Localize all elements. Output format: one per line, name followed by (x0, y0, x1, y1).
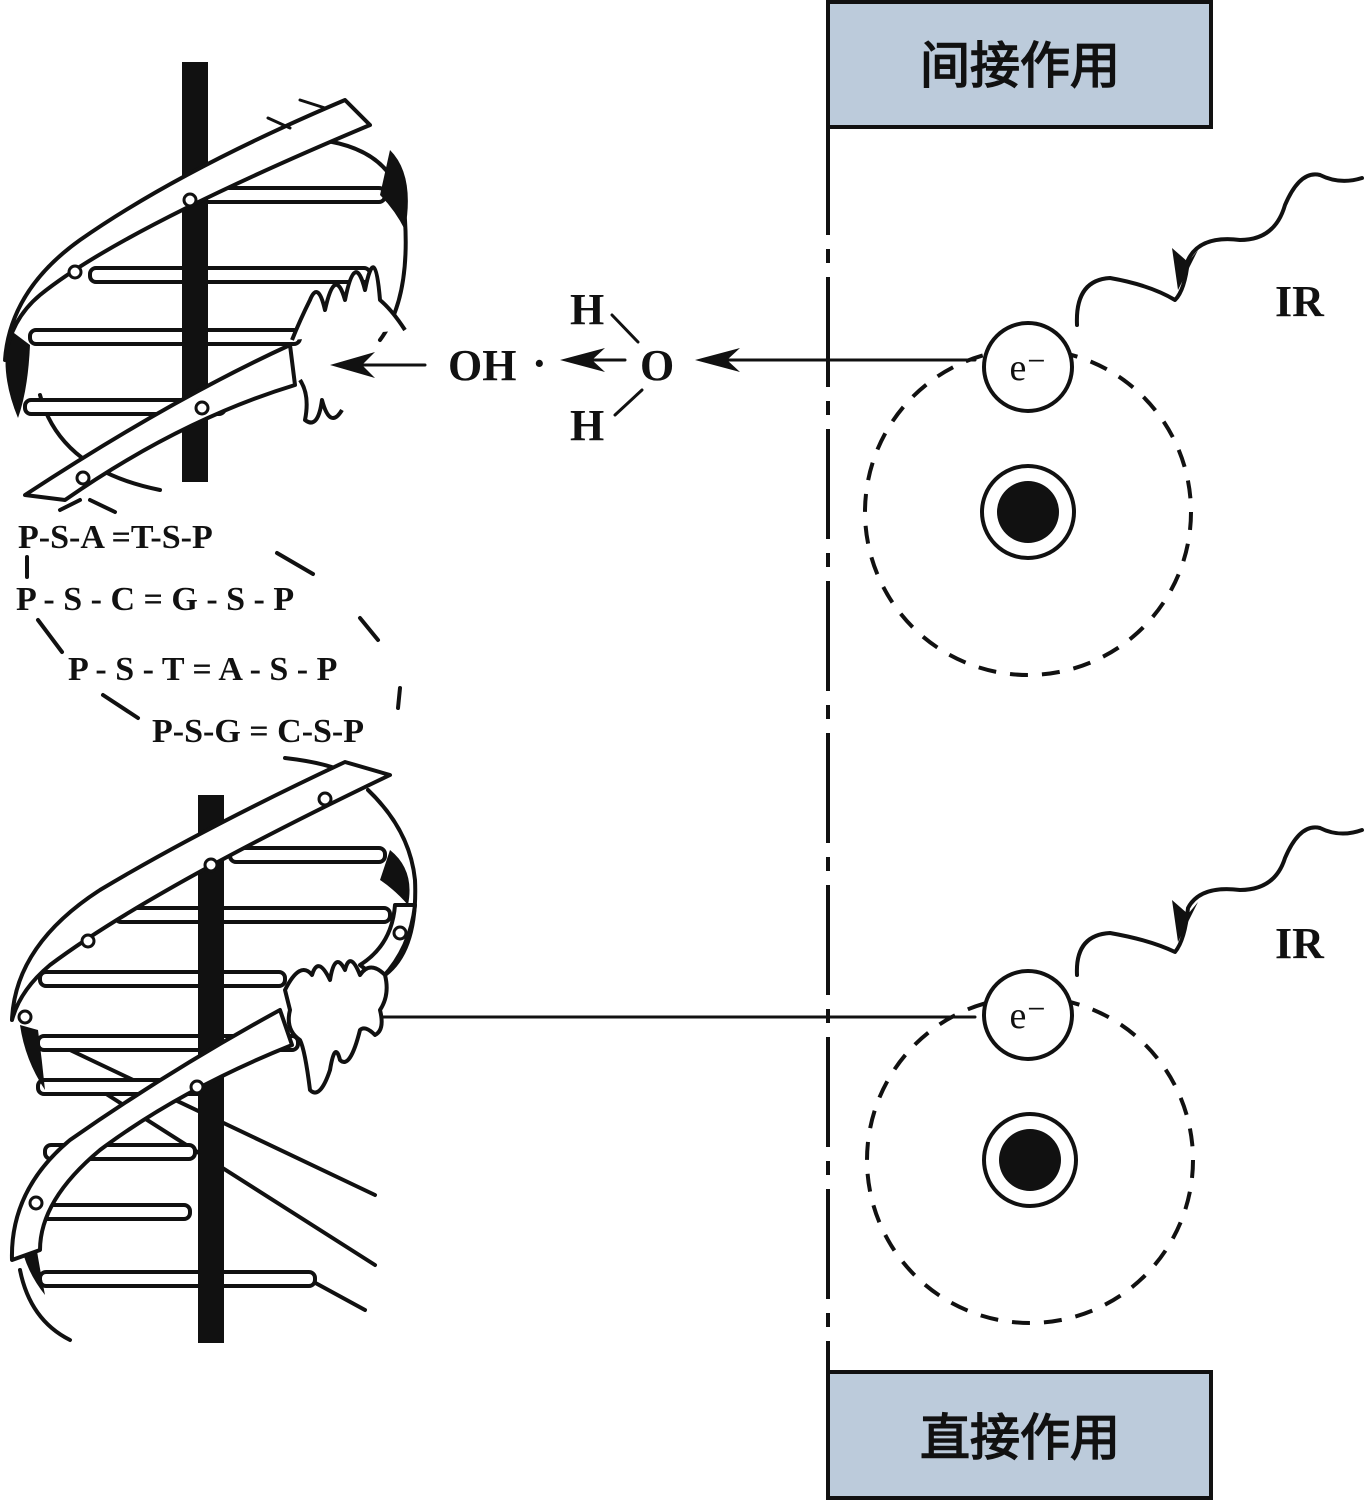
nucleus-core (999, 1129, 1061, 1191)
direct-action-box: 直接作用 (826, 1370, 1213, 1500)
oxygen-atom-label: O (640, 341, 674, 390)
sequence-row: P-S-G = C-S-P (152, 713, 364, 750)
indirect-action-label: 间接作用 (920, 36, 1120, 95)
base-pair-rung (228, 846, 387, 864)
electron-orbit (865, 995, 1195, 1325)
phosphate-dot (392, 925, 408, 941)
back-strand (308, 1278, 367, 1312)
ir-wave (1074, 172, 1364, 327)
phosphate-dot (75, 470, 91, 486)
base-pair-rung (38, 1203, 192, 1221)
o-h-bond (613, 388, 644, 417)
radical-dot: · (532, 339, 547, 388)
sequence-row: P - S - T = A - S - P (68, 651, 337, 688)
ladder-connector (88, 498, 117, 514)
base-pair-rung (28, 328, 302, 346)
dna-sequence-ladder: P-S-A =T-S-P P - S - C = G - S - P P - S… (16, 498, 402, 750)
sugar-phosphate-ribbon (23, 343, 297, 502)
electron-circle (982, 321, 1074, 413)
indirect-action-box: 间接作用 (826, 0, 1213, 129)
phosphate-dot (28, 1195, 44, 1211)
strand-tick (298, 98, 327, 110)
dna-helix-top (3, 62, 427, 502)
base-pair-rung (38, 1270, 317, 1288)
hydroxyl-radical-label: OH (448, 341, 516, 390)
water-radiolysis: OH · O H H (448, 285, 977, 450)
ir-label: IR (1275, 919, 1325, 968)
phosphate-dot (182, 192, 198, 208)
arrowhead-icon (560, 348, 605, 372)
base-pair-rung (38, 970, 287, 988)
electron-circle (982, 969, 1074, 1061)
phosphate-dot (194, 400, 210, 416)
sugar-phosphate-ribbon (358, 903, 417, 982)
ladder-connector (36, 618, 64, 654)
sugar-phosphate-ribbon (3, 98, 372, 362)
sugar-phosphate-ribbon (10, 760, 392, 1022)
ladder-connector (396, 686, 402, 710)
hydrogen-atom-label: H (570, 285, 604, 334)
dna-helix-bottom (9, 756, 418, 1343)
ir-label: IR (1275, 277, 1325, 326)
atom-top: e⁻ IR (863, 172, 1364, 677)
ir-arrowhead-icon (1172, 248, 1198, 290)
electron-label: e⁻ (1010, 995, 1047, 1037)
phosphate-dot (203, 857, 219, 873)
electron-orbit (863, 347, 1193, 677)
ladder-connector (275, 551, 315, 576)
phosphate-dot (17, 1009, 33, 1025)
strand-break-burst (283, 959, 389, 1095)
o-h-bond (610, 313, 640, 344)
arrowhead-icon (330, 352, 375, 378)
sequence-row: P - S - C = G - S - P (16, 581, 294, 618)
phosphate-dot (189, 1079, 205, 1095)
strand-tick (266, 116, 292, 130)
direct-action-label: 直接作用 (920, 1408, 1120, 1467)
base-pair-rung (113, 906, 392, 924)
ladder-connector (358, 616, 380, 642)
strand-end-wedge (20, 1025, 45, 1090)
electron-label: e⁻ (1010, 347, 1047, 389)
nucleus-core (997, 481, 1059, 543)
phosphate-dot (317, 791, 333, 807)
ladder-connector (58, 498, 82, 512)
ladder-connector (101, 693, 140, 720)
ir-wave (1074, 825, 1364, 977)
sequence-row: P-S-A =T-S-P (18, 519, 213, 556)
hydrogen-atom-label: H (570, 401, 604, 450)
strand-break-burst (290, 265, 407, 425)
back-strand-arc (366, 788, 418, 977)
sugar-phosphate-ribbon (9, 1008, 294, 1262)
phosphate-dot (80, 933, 96, 949)
back-strand-arc (18, 1268, 72, 1342)
arrowhead-icon (695, 348, 740, 372)
atom-bottom: e⁻ IR (305, 825, 1364, 1325)
strand-end-wedge (5, 330, 30, 418)
phosphate-dot (67, 264, 83, 280)
strand-end-wedge (380, 150, 408, 230)
ir-arrowhead-icon (1172, 900, 1198, 942)
base-pair-rung (88, 266, 372, 284)
strand-end-wedge (380, 850, 410, 905)
